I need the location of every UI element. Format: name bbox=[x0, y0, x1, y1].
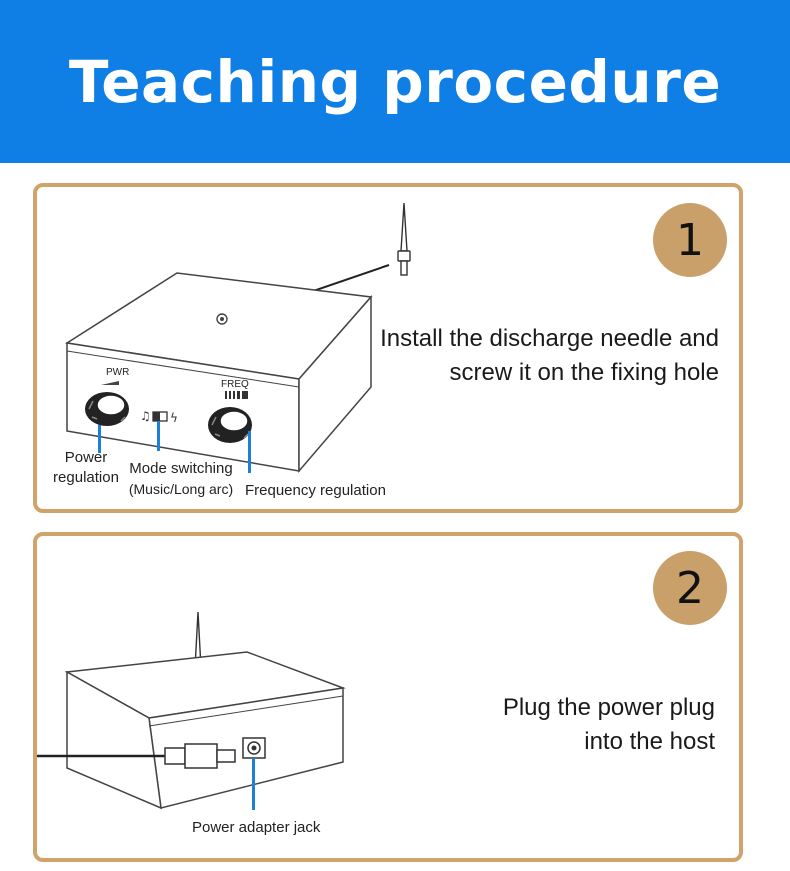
step-1-instruction: Install the discharge needle and screw i… bbox=[380, 325, 719, 386]
frequency-callout-line bbox=[248, 431, 251, 473]
mode-switching-label: Mode switching (Music/Long arc) bbox=[128, 460, 234, 497]
power-plug-icon bbox=[164, 743, 236, 769]
power-callout-line bbox=[98, 425, 101, 453]
step-1-panel: 1 bbox=[33, 183, 743, 513]
svg-text:♫: ♫ bbox=[140, 409, 151, 423]
svg-text:ϟ: ϟ bbox=[170, 411, 178, 425]
mode-callout-line bbox=[157, 421, 160, 451]
step-2-device-illustration bbox=[37, 611, 346, 810]
frequency-knob-icon bbox=[208, 407, 252, 443]
freq-label: FREQ bbox=[221, 379, 249, 390]
mode-switch-icon: ♫ ϟ bbox=[140, 409, 178, 425]
discharge-needle-icon bbox=[397, 202, 411, 276]
pwr-scale-icon bbox=[101, 381, 119, 385]
step-2-badge: 2 bbox=[653, 551, 727, 625]
power-knob-icon bbox=[85, 392, 129, 426]
step-2-instruction: Plug the power plug into the host bbox=[502, 694, 715, 755]
step-1-device-illustration: ♫ ϟ bbox=[64, 202, 411, 474]
power-jack-icon bbox=[242, 737, 266, 759]
freq-scale-icon bbox=[225, 391, 248, 399]
frequency-regulation-label: Frequency regulation bbox=[245, 482, 386, 499]
power-regulation-label: Power regulation bbox=[53, 449, 119, 486]
pwr-label: PWR bbox=[106, 367, 130, 378]
header-banner: Teaching procedure bbox=[0, 0, 790, 163]
step-2-panel: 2 Power adapter jack Plug the pow bbox=[33, 532, 743, 862]
power-adapter-jack-label: Power adapter jack bbox=[192, 819, 321, 836]
page-title: Teaching procedure bbox=[68, 47, 722, 116]
step-1-badge: 1 bbox=[653, 203, 727, 277]
jack-callout-line bbox=[252, 758, 255, 810]
